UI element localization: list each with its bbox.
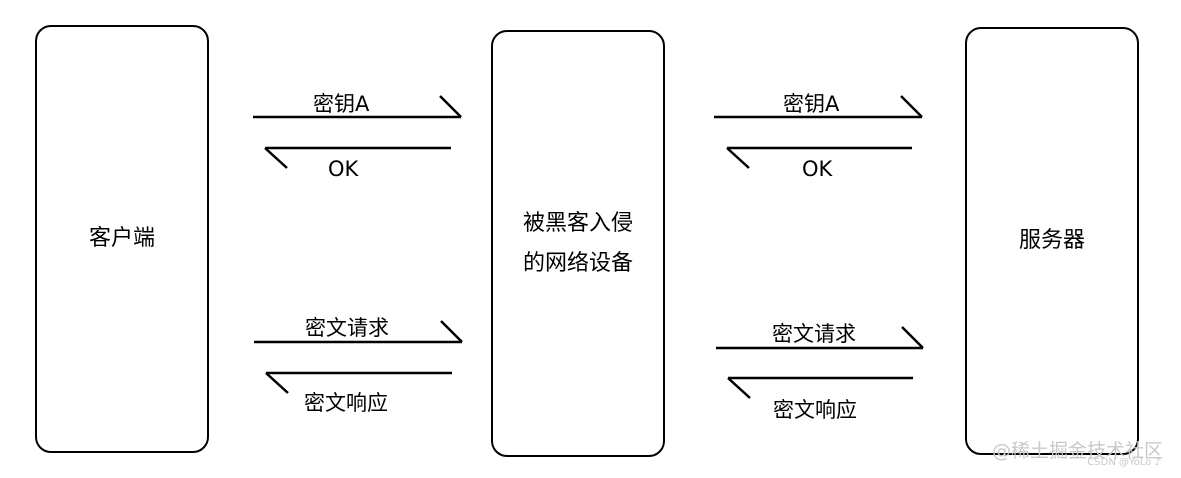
- arrow-head-left-cipher-response: [265, 372, 289, 394]
- arrow-head-right-key-response: [726, 147, 750, 169]
- label-right-cipher-request: 密文请求: [772, 322, 856, 346]
- watermark-main: @稀土掘金技术社区: [991, 440, 1163, 462]
- label-right-cipher-response: 密文响应: [773, 398, 857, 422]
- label-left-key-response: OK: [328, 157, 359, 181]
- arrow-head-right-cipher-response: [727, 377, 751, 399]
- label-right-key-request: 密钥A: [783, 92, 840, 116]
- arrow-head-right-cipher-request: [901, 326, 924, 349]
- label-left-key-request: 密钥A: [313, 92, 370, 116]
- watermark-sub: CSDN @YoLo ♪: [1087, 457, 1161, 468]
- server-label: 服务器: [1018, 228, 1085, 253]
- attacker-box: 被黑客入侵 的网络设备: [491, 30, 665, 457]
- arrow-head-left-cipher-request: [440, 320, 463, 343]
- attacker-label: 被黑客入侵 的网络设备: [522, 210, 633, 276]
- arrow-head-left-key-request: [439, 95, 462, 118]
- label-right-key-response: OK: [802, 157, 833, 181]
- client-box: 客户端: [35, 25, 209, 453]
- server-box: 服务器: [965, 27, 1139, 455]
- label-left-cipher-response: 密文响应: [304, 391, 388, 415]
- arrow-head-right-key-request: [900, 95, 923, 118]
- label-left-cipher-request: 密文请求: [305, 316, 389, 340]
- arrow-head-left-key-response: [264, 147, 288, 169]
- client-label: 客户端: [88, 226, 155, 251]
